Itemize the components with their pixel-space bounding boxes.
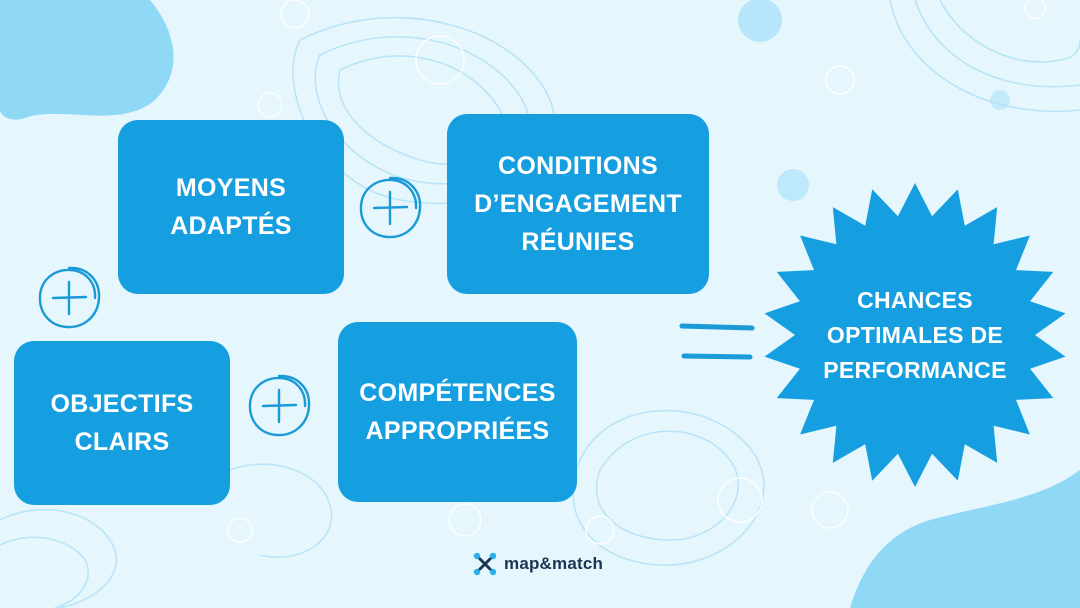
moyens-adaptes-box: MOYENS ADAPTÉS [118,120,344,294]
hand-drawn-plus-icon [359,176,422,239]
competences-appropriees-label: COMPÉTENCES APPROPRIÉES [359,379,556,445]
equals-icon [679,323,755,360]
moyens-adaptes-label: MOYENS ADAPTÉS [170,174,292,240]
top-left-blob [0,0,174,120]
hand-drawn-plus-icon [248,374,311,437]
map-match-logo-icon [473,552,497,576]
bottom-right-blob [850,470,1080,608]
competences-appropriees-box: COMPÉTENCES APPROPRIÉES [338,322,577,502]
conditions-engagement-label: CONDITIONS D’ENGAGEMENT RÉUNIES [474,152,682,256]
hand-drawn-plus-icon [38,266,101,329]
map-match-logo: map&match [472,551,603,577]
objectifs-clairs-label: OBJECTIFS CLAIRS [50,390,194,456]
conditions-engagement-box: CONDITIONS D’ENGAGEMENT RÉUNIES [447,114,709,294]
chances-optimales-label: CHANCES OPTIMALES DE PERFORMANCE [823,286,1007,383]
logo-text: map&match [504,554,604,573]
starburst-shape [764,183,1066,487]
objectifs-clairs-box: OBJECTIFS CLAIRS [14,341,230,505]
chances-optimales-label-wrap: CHANCES OPTIMALES DE PERFORMANCE [760,180,1070,490]
